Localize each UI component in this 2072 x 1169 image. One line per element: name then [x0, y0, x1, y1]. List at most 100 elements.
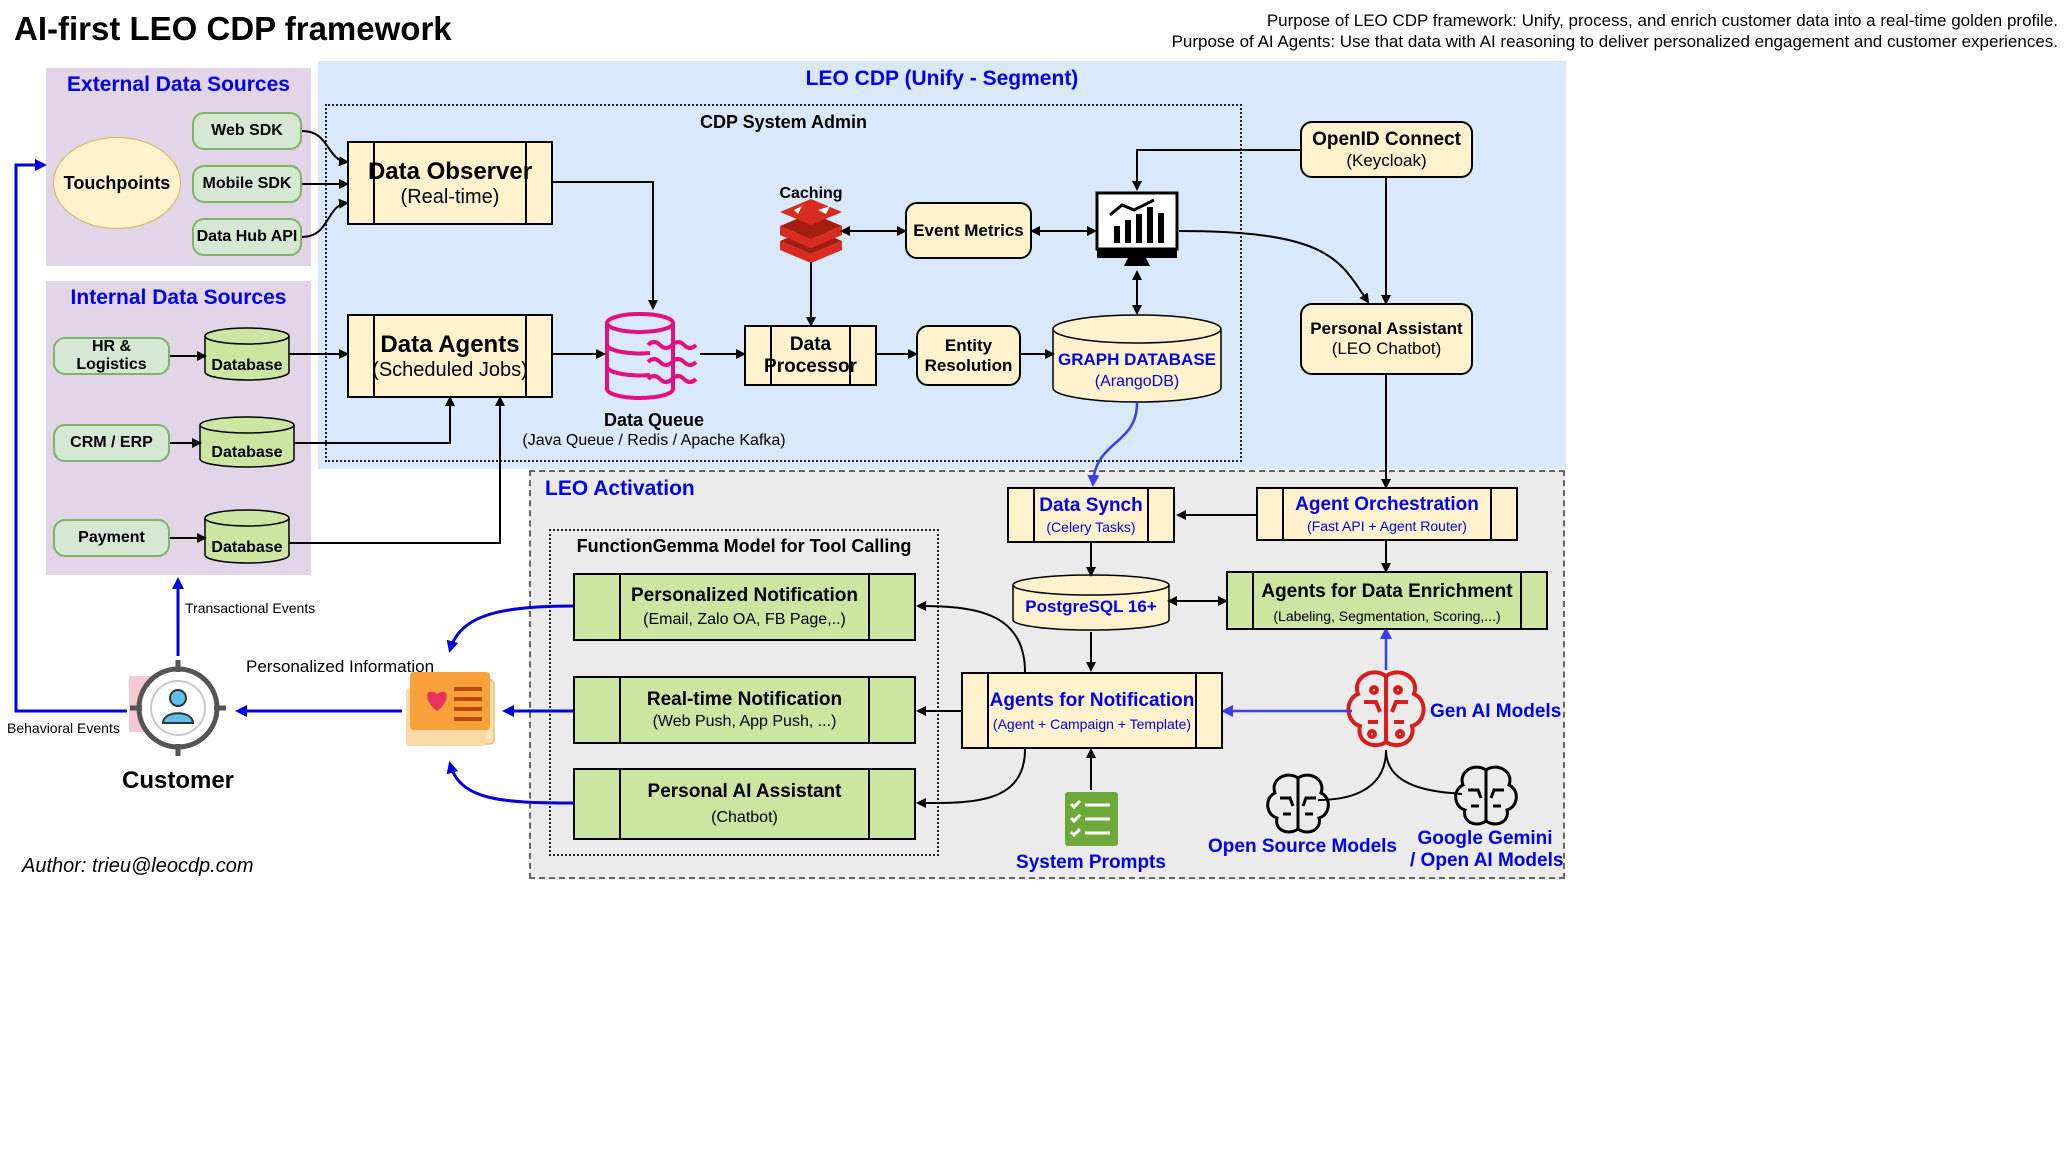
- cdp-title: LEO CDP (Unify - Segment): [805, 67, 1079, 90]
- payment-label: Payment: [78, 529, 145, 546]
- graph-database-title: GRAPH DATABASE: [1057, 350, 1217, 369]
- personalized-notification-sub: (Email, Zalo OA, FB Page,..): [643, 611, 846, 628]
- crm-erp-label: CRM / ERP: [70, 434, 153, 451]
- personal-assistant-title: Personal Assistant: [1310, 319, 1463, 338]
- openid-connect-node: OpenID Connect (Keycloak): [1300, 121, 1473, 178]
- customer-label: Customer: [121, 767, 235, 794]
- data-hub-api-label: Data Hub API: [196, 228, 298, 245]
- data-hub-api-node: Data Hub API: [192, 218, 302, 256]
- behavioral-events-label: Behavioral Events: [7, 720, 120, 736]
- agents-notification-sub: (Agent + Campaign + Template): [992, 715, 1192, 732]
- agents-notification-title: Agents for Notification: [989, 689, 1195, 711]
- data-synch-sub: (Celery Tasks): [1046, 519, 1136, 535]
- purpose-agents: Purpose of AI Agents: Use that data with…: [1171, 32, 2058, 51]
- database-cylinder-crm: [199, 416, 295, 468]
- gemini-models-label-1: Google Gemini: [1417, 828, 1553, 849]
- database-label-hr: Database: [211, 357, 283, 374]
- purpose-cdp: Purpose of LEO CDP framework: Unify, pro…: [1266, 11, 2058, 30]
- event-metrics-node: Event Metrics: [905, 202, 1032, 259]
- gen-ai-brain-icon: [1346, 670, 1426, 748]
- personal-assistant-node: Personal Assistant (LEO Chatbot): [1300, 303, 1473, 375]
- data-agents-node: Data Agents (Scheduled Jobs): [347, 314, 553, 398]
- data-queue-title: Data Queue: [603, 410, 705, 430]
- data-queue-icon: [605, 312, 698, 400]
- openid-connect-sub: (Keycloak): [1346, 150, 1427, 170]
- cdp-admin-title: CDP System Admin: [699, 112, 868, 132]
- external-sources-title: External Data Sources: [67, 73, 290, 96]
- data-processor-l2: Processor: [764, 355, 857, 377]
- web-sdk-label: Web SDK: [211, 122, 283, 139]
- database-cylinder-hr: [204, 327, 290, 381]
- open-source-models-label: Open Source Models: [1208, 836, 1397, 857]
- touchpoints-label: Touchpoints: [63, 172, 171, 193]
- page-title: AI-first LEO CDP framework: [14, 10, 452, 47]
- hr-logistics-label: HR & Logistics: [76, 338, 147, 373]
- data-processor-node: Data Processor: [744, 325, 877, 386]
- internal-sources-title: Internal Data Sources: [70, 286, 287, 309]
- agent-orchestration-title: Agent Orchestration: [1295, 494, 1479, 515]
- gemini-brain-icon: [1454, 765, 1518, 826]
- personalized-notification-node: Personalized Notification (Email, Zalo O…: [573, 573, 916, 641]
- data-enrichment-sub: (Labeling, Segmentation, Scoring,...): [1273, 608, 1501, 624]
- database-label-crm: Database: [211, 444, 283, 461]
- entity-resolution-node: Entity Resolution: [916, 325, 1021, 386]
- data-processor-l1: Data: [789, 333, 832, 355]
- data-synch-title: Data Synch: [1039, 495, 1143, 516]
- postgres-cylinder: [1012, 574, 1170, 631]
- crm-erp-node: CRM / ERP: [53, 424, 170, 462]
- mobile-sdk-node: Mobile SDK: [192, 165, 302, 203]
- openid-connect-title: OpenID Connect: [1312, 128, 1461, 150]
- personalized-info-label: Personalized Information: [246, 657, 435, 676]
- graph-database-cylinder: [1052, 314, 1222, 403]
- data-agents-title: Data Agents: [380, 330, 520, 358]
- hr-logistics-node: HR & Logistics: [53, 337, 170, 375]
- redis-cache-icon: [780, 199, 842, 263]
- personalized-notification-title: Personalized Notification: [631, 585, 858, 606]
- system-prompts-checklist-icon: [1065, 792, 1118, 846]
- data-agents-sub: (Scheduled Jobs): [372, 358, 528, 381]
- caching-label: Caching: [779, 185, 843, 202]
- realtime-notification-sub: (Web Push, App Push, ...): [652, 713, 837, 730]
- dashboard-monitor-icon: [1095, 191, 1179, 266]
- data-queue-sub: (Java Queue / Redis / Apache Kafka): [522, 432, 786, 449]
- database-label-payment: Database: [211, 539, 283, 556]
- activation-title: LEO Activation: [545, 477, 695, 500]
- realtime-notification-title: Real-time Notification: [646, 689, 843, 710]
- mobile-sdk-label: Mobile SDK: [202, 175, 292, 192]
- personal-ai-assistant-node: Personal AI Assistant (Chatbot): [573, 768, 916, 840]
- entity-resolution-l2: Resolution: [924, 355, 1013, 375]
- customer-target-icon: [129, 660, 226, 756]
- author-label: Author: trieu@leocdp.com: [22, 855, 254, 877]
- transactional-events-label: Transactional Events: [185, 600, 316, 616]
- database-cylinder-payment: [204, 509, 290, 564]
- cdp-admin-region: [325, 104, 1242, 462]
- graph-database-sub: (ArangoDB): [1094, 373, 1180, 390]
- gemini-models-label-2: / Open AI Models: [1410, 850, 1564, 871]
- agent-orchestration-node: Agent Orchestration (Fast API + Agent Ro…: [1256, 487, 1518, 541]
- data-observer-title: Data Observer: [367, 157, 533, 185]
- data-synch-node: Data Synch (Celery Tasks): [1007, 487, 1175, 543]
- realtime-notification-node: Real-time Notification (Web Push, App Pu…: [573, 676, 916, 744]
- touchpoints-node: Touchpoints: [53, 137, 181, 229]
- agents-notification-node: Agents for Notification (Agent + Campaig…: [961, 672, 1223, 749]
- event-metrics-label: Event Metrics: [913, 220, 1024, 240]
- personal-ai-assistant-sub: (Chatbot): [711, 809, 778, 826]
- entity-resolution-l1: Entity: [944, 335, 993, 355]
- agent-orchestration-sub: (Fast API + Agent Router): [1307, 518, 1467, 534]
- personal-assistant-sub: (LEO Chatbot): [1331, 339, 1442, 358]
- payment-node: Payment: [53, 519, 170, 557]
- system-prompts-label: System Prompts: [1016, 852, 1166, 873]
- data-observer-sub: (Real-time): [400, 185, 500, 208]
- gen-ai-models-label: Gen AI Models: [1430, 701, 1562, 722]
- data-observer-node: Data Observer (Real-time): [347, 141, 553, 225]
- data-enrichment-node: Agents for Data Enrichment (Labeling, Se…: [1226, 571, 1548, 630]
- functiongemma-title: FunctionGemma Model for Tool Calling: [576, 536, 912, 556]
- open-source-brain-icon: [1266, 773, 1330, 834]
- personalized-info-card-icon: [406, 672, 495, 746]
- postgres-label: PostgreSQL 16+: [1025, 597, 1157, 616]
- functiongemma-region: [549, 529, 939, 856]
- web-sdk-node: Web SDK: [192, 112, 302, 150]
- data-enrichment-title: Agents for Data Enrichment: [1261, 581, 1513, 602]
- personal-ai-assistant-title: Personal AI Assistant: [647, 781, 842, 802]
